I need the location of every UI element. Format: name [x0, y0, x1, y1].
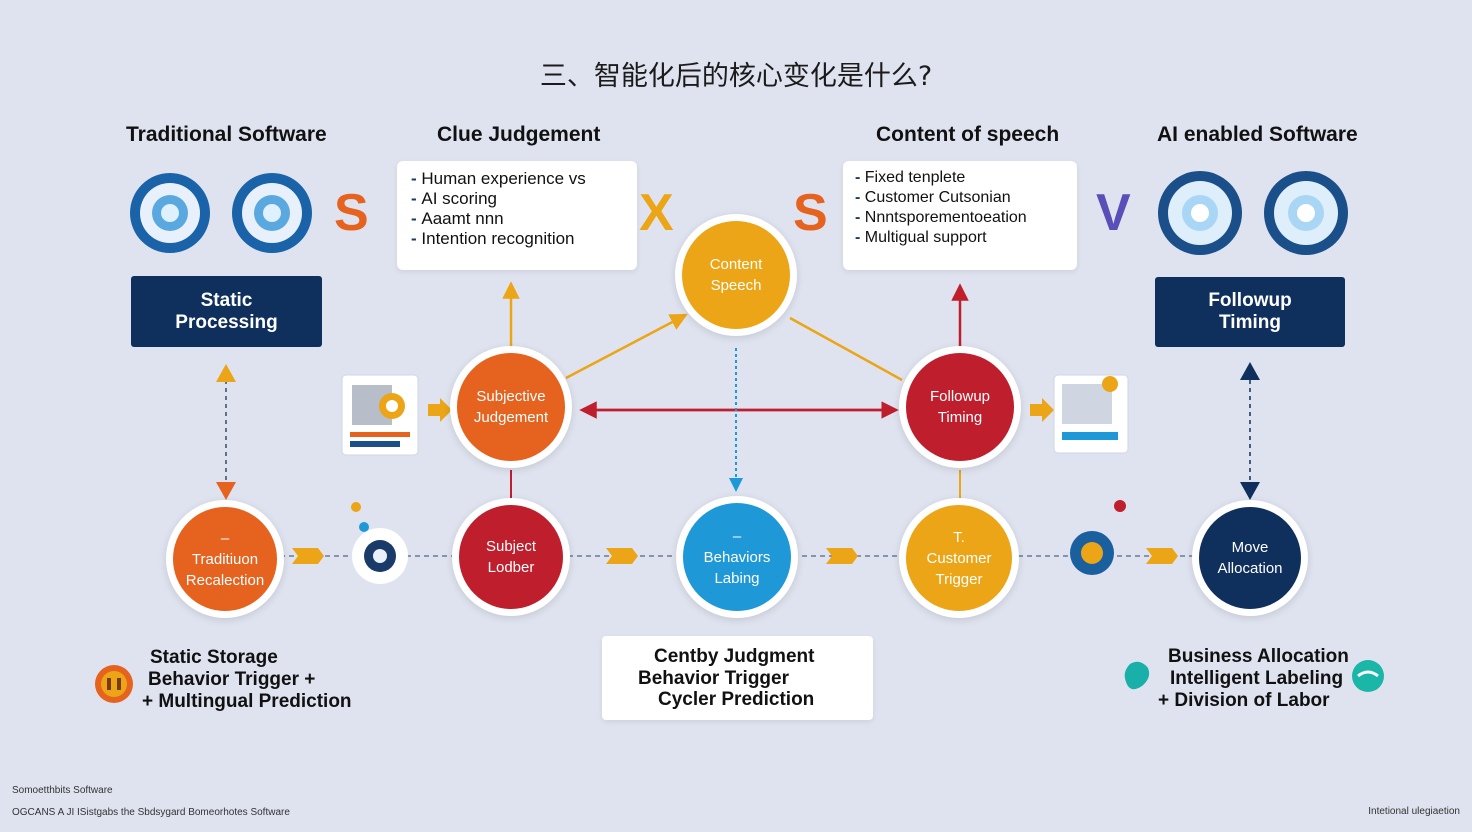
clue-bullet-1: Human experience vs	[411, 169, 637, 189]
circle-subject-lodber: Subject Lodber	[452, 498, 570, 616]
circle-content-speech-line-2: Speech	[710, 277, 762, 294]
circle-customer-line-1: T.	[953, 528, 965, 546]
node-icon-camera	[351, 502, 408, 584]
circle-behaviors-line-3: Labing	[714, 569, 760, 587]
letter-v-purple: V	[1096, 184, 1131, 242]
arrow-up-navy-right	[1240, 362, 1260, 380]
chevron-marker-1	[292, 548, 324, 564]
footer-line-2: OGCANS A JI ISistgabs the Sbdsygard Bome…	[12, 807, 290, 818]
clue-bullet-2: AI scoring	[411, 189, 637, 209]
line-speech-to-followup	[789, 316, 903, 382]
circle-followup-line-2: Timing	[937, 409, 983, 426]
circle-move-allocation: Move Allocation	[1192, 500, 1308, 616]
content-of-speech-card: Fixed tenplete Customer Cutsonian Nnntsp…	[843, 161, 1077, 270]
heading-ai-enabled-software: AI enabled Software	[1157, 123, 1358, 146]
gear-icon-left-2	[232, 173, 312, 253]
circle-behaviors-line-1: –	[732, 527, 742, 545]
heading-content-of-speech: Content of speech	[876, 123, 1060, 146]
followup-timing-box-line-2: Timing	[1219, 312, 1281, 333]
arrow-subjective-to-speech	[565, 313, 688, 380]
circle-followup-line-1: Followup	[929, 388, 991, 405]
circle-customer-line-2: Customer	[926, 549, 992, 567]
gear-icon-right-1	[1158, 171, 1242, 255]
followup-timing-box: Followup Timing	[1155, 277, 1345, 347]
bottom-right-line-2: Intelligent Labeling	[1170, 668, 1344, 689]
page-title: 三、智能化后的核心变化是什么?	[539, 61, 933, 92]
teal-blob-icon-left	[1124, 661, 1150, 690]
bottom-left-line-2: Behavior Trigger +	[148, 669, 316, 690]
content-bullet-2: Customer Cutsonian	[855, 188, 1077, 208]
circle-behaviors-line-2: Behaviors	[703, 548, 771, 566]
heading-clue-judgement: Clue Judgement	[437, 123, 601, 146]
footer-right: Intetional ulegiaetion	[1368, 806, 1460, 817]
circle-content-speech: Content Speech	[675, 214, 797, 336]
circle-content-speech-line-1: Content	[709, 256, 763, 273]
circle-subject-line-1: Subject	[485, 538, 537, 555]
bottom-center-line-1: Centby Judgment	[654, 646, 815, 667]
static-processing-line-1: Static	[200, 289, 253, 311]
circle-subjective-line-1: Subjective	[476, 388, 546, 405]
circle-followup-timing: Followup Timing	[899, 346, 1021, 468]
circle-tradition-line-2: Traditiuon	[191, 550, 259, 568]
circle-move-line-2: Allocation	[1217, 560, 1283, 577]
arrow-icon-to-subjective	[428, 398, 452, 422]
content-bullet-1: Fixed tenplete	[855, 168, 1077, 188]
static-processing-box: Static Processing	[131, 276, 322, 347]
chevron-marker-4	[1146, 548, 1178, 564]
bottom-right-text: Business Allocation Intelligent Labeling…	[1158, 646, 1349, 712]
footer-line-1: Somoetthbits Software	[12, 785, 113, 796]
teal-blob-icon-right	[1352, 660, 1384, 692]
letter-x-gold: X	[639, 184, 674, 242]
heading-traditional-software: Traditional Software	[126, 123, 327, 146]
circle-customer-line-3: Trigger	[935, 570, 983, 588]
circle-customer-trigger: T. Customer Trigger	[899, 498, 1019, 618]
arrow-followup-to-icon	[1030, 398, 1054, 422]
bottom-right-line-1: Business Allocation	[1168, 646, 1349, 667]
followup-timing-box-line-1: Followup	[1208, 290, 1292, 311]
bottom-left-line-1: Static Storage	[150, 647, 278, 668]
bottom-left-line-3: + Multingual Prediction	[142, 691, 352, 712]
circle-subjective-line-2: Judgement	[473, 409, 549, 426]
arrow-down-orange-left	[216, 482, 236, 500]
chevron-marker-2	[606, 548, 638, 564]
gear-icon-left-1	[130, 173, 210, 253]
arrow-down-navy-right	[1240, 482, 1260, 500]
clue-judgement-card: Human experience vs AI scoring Aaamt nnn…	[397, 161, 637, 270]
clue-bullet-4: Intention recognition	[411, 229, 637, 249]
bottom-center-card: Centby Judgment Behavior Trigger Cycler …	[602, 636, 873, 720]
circle-behaviors-labing: – Behaviors Labing	[676, 496, 798, 618]
content-bullet-3: Nnntsporementoeation	[855, 208, 1077, 228]
letter-s-orange: S	[334, 184, 369, 242]
arrow-up-orange-left	[216, 364, 236, 382]
bottom-left-text: Static Storage Behavior Trigger + + Mult…	[142, 647, 352, 713]
document-icon-right	[1053, 374, 1129, 454]
node-icon-bug	[1070, 500, 1126, 575]
bottom-center-line-2: Behavior Trigger	[638, 668, 789, 689]
content-bullet-list: Fixed tenplete Customer Cutsonian Nnntsp…	[843, 161, 1077, 248]
letter-s-orange-2: S	[793, 184, 828, 242]
circle-tradition-line-1: –	[220, 529, 230, 547]
clue-bullet-list: Human experience vs AI scoring Aaamt nnn…	[397, 161, 637, 249]
static-processing-line-2: Processing	[175, 311, 278, 333]
bottom-center-line-3: Cycler Prediction	[658, 689, 815, 710]
circle-tradition-line-3: Recalection	[185, 571, 265, 589]
bottom-right-line-3: + Division of Labor	[1158, 690, 1330, 711]
circle-tradition-recalection: – Traditiuon Recalection	[166, 500, 284, 618]
circle-subject-line-2: Lodber	[487, 559, 535, 576]
gear-icon-right-2	[1264, 171, 1348, 255]
clue-bullet-3: Aaamt nnn	[411, 209, 637, 229]
document-icon-left	[341, 374, 419, 456]
chevron-marker-3	[826, 548, 858, 564]
content-bullet-4: Multigual support	[855, 228, 1077, 248]
circle-move-line-1: Move	[1231, 539, 1269, 556]
circle-subjective-judgement: Subjective Judgement	[450, 346, 572, 468]
smiley-icon	[95, 665, 133, 703]
